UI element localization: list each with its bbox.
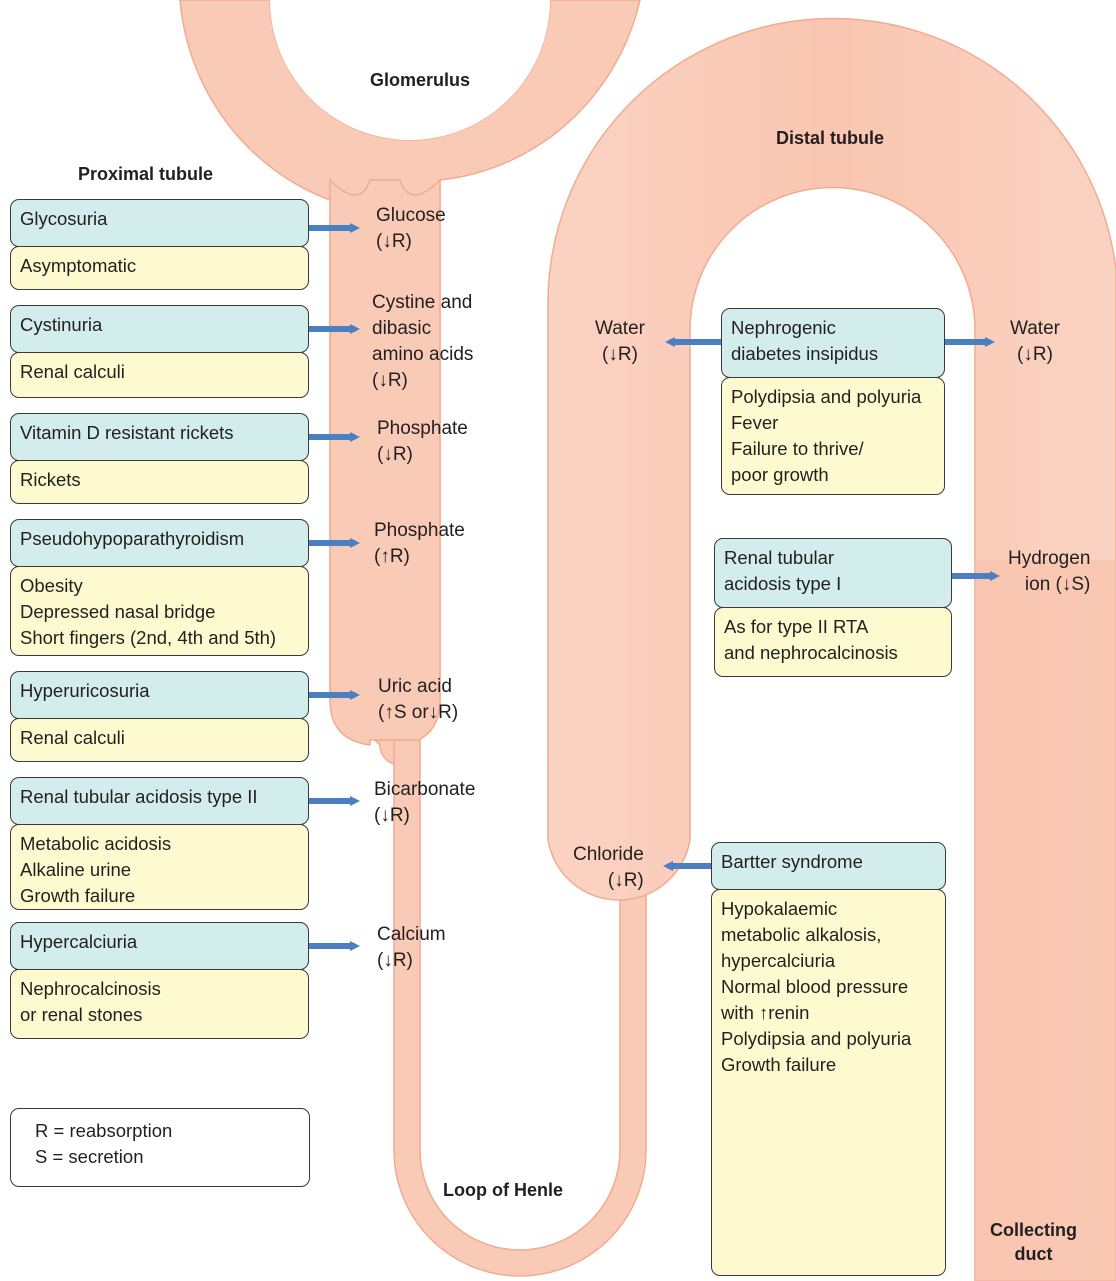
- arrows-layer: [0, 0, 1116, 1281]
